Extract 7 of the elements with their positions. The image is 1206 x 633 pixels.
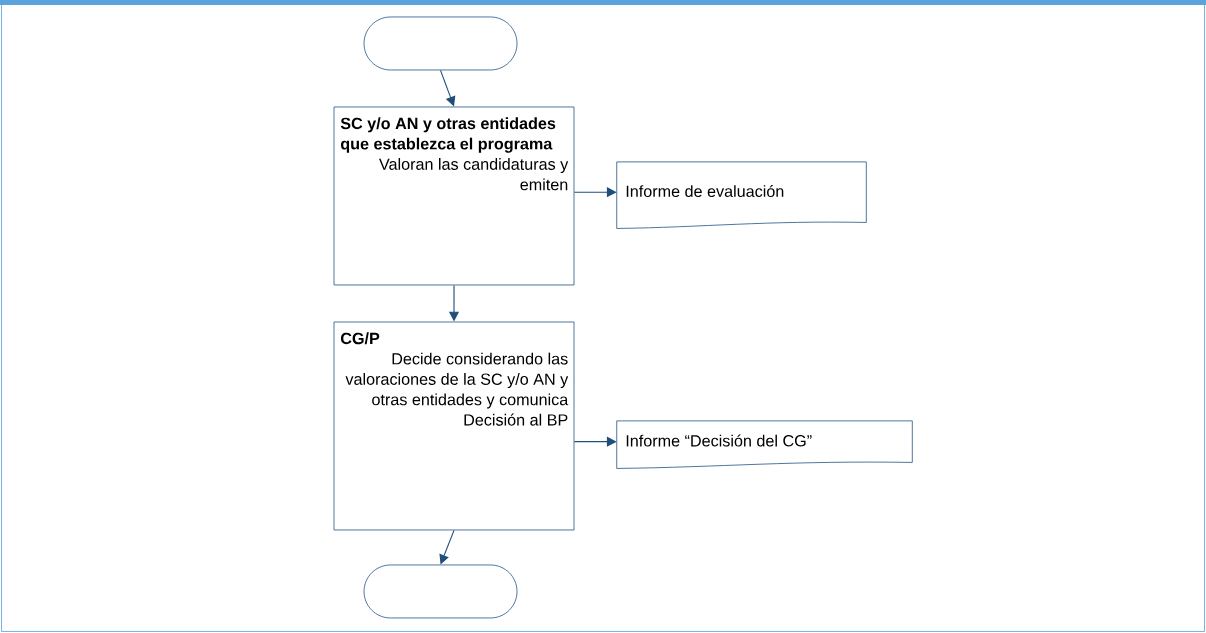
process-box: CG/P Decide considerando las valoraciones de la SC y/o AN y otras entidades y comunica Decisión al BP bbox=[333, 321, 575, 531]
terminator bbox=[363, 16, 518, 71]
document-shape: Informe de evaluación bbox=[616, 161, 867, 229]
process-box: SC y/o AN y otras entidades que establezca el programa Valoran las candidaturas y emiten bbox=[333, 106, 575, 286]
document-shape: Informe “Decisión del CG” bbox=[616, 420, 913, 469]
terminator bbox=[363, 564, 518, 619]
arrow bbox=[573, 436, 617, 447]
